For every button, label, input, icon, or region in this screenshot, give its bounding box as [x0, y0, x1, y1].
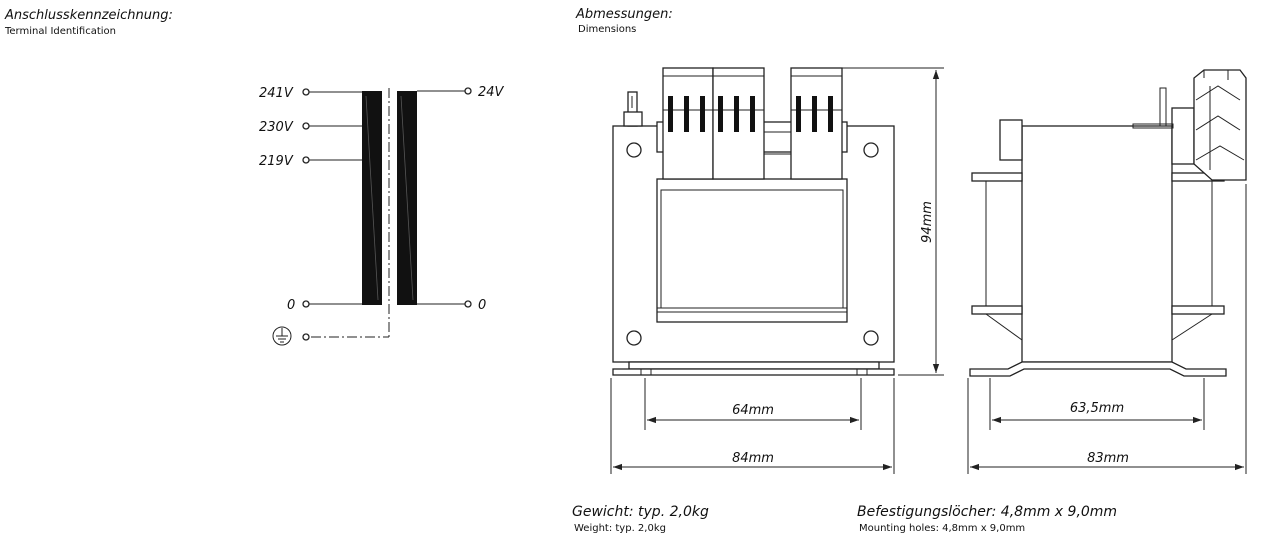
wiring-schematic: 241V 230V 219V 0 24V 0: [259, 85, 505, 346]
tap-219v-label: 219V: [259, 154, 294, 169]
mounting-holes-subtitle: Mounting holes: 4,8mm x 9,0mm: [859, 523, 1025, 534]
tap-230v-label: 230V: [259, 120, 294, 135]
side-dimensions: 63,5mm 83mm: [967, 184, 1247, 474]
terminal-title: Anschlusskennzeichnung:: [4, 8, 173, 23]
dimensions-title: Abmessungen:: [575, 7, 673, 22]
front-view: [612, 67, 895, 376]
front-outer-width-label: 84mm: [732, 451, 774, 466]
terminal-subtitle: Terminal Identification: [4, 26, 116, 37]
secondary-24v-label: 24V: [478, 85, 505, 100]
tap-241v-label: 241V: [259, 86, 294, 101]
weight-label: Gewicht: typ. 2,0kg: [572, 504, 709, 520]
front-dimensions: 94mm 64mm 84mm: [610, 67, 944, 474]
secondary-zero-label: 0: [478, 298, 486, 313]
front-inner-width-label: 64mm: [732, 403, 774, 418]
height-dimension-label: 94mm: [920, 201, 935, 243]
side-view: [969, 69, 1247, 377]
mounting-holes-label: Befestigungslöcher: 4,8mm x 9,0mm: [857, 504, 1117, 520]
side-inner-width-label: 63,5mm: [1070, 401, 1124, 416]
protective-earth-icon: [272, 326, 292, 346]
primary-zero-label: 0: [287, 298, 295, 313]
dimensions-subtitle: Dimensions: [578, 24, 636, 35]
side-outer-width-label: 83mm: [1087, 451, 1129, 466]
weight-subtitle: Weight: typ. 2,0kg: [574, 523, 666, 534]
